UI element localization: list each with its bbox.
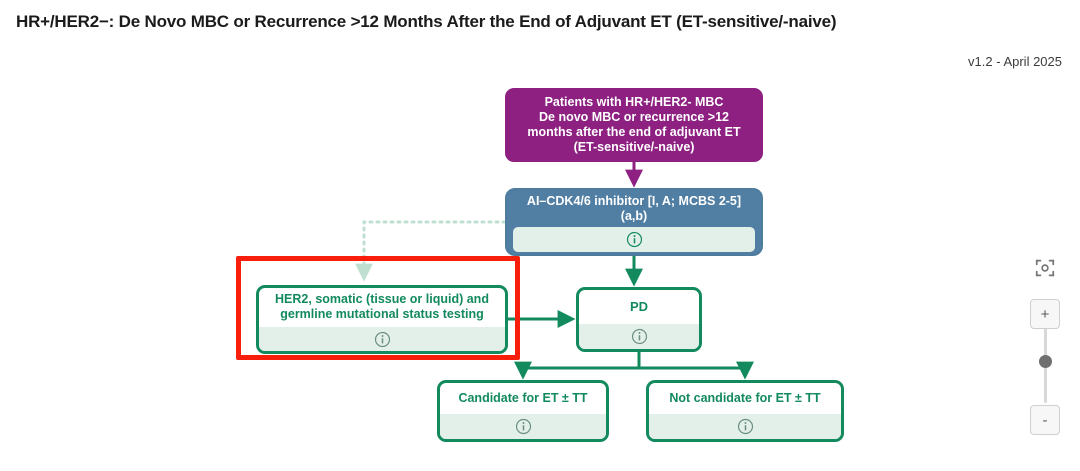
node-her2-mutational-testing-infobar[interactable] — [259, 326, 505, 351]
info-icon[interactable] — [374, 331, 391, 348]
focus-frame-icon[interactable] — [1034, 257, 1056, 279]
info-icon[interactable] — [626, 231, 643, 248]
node-not-candidate-for-et-tt-infobar[interactable] — [649, 414, 841, 439]
node-candidate-for-et-tt[interactable]: Candidate for ET ± TT — [437, 380, 609, 442]
node-not-candidate-for-et-tt-label: Not candidate for ET ± TT — [669, 390, 821, 405]
node-ai-cdk46-inhibitor[interactable]: AI–CDK4/6 inhibitor [I, A; MCBS 2-5] (a,… — [505, 188, 763, 256]
connector-pd-to-candidate — [514, 352, 641, 380]
node-her2-mutational-testing[interactable]: HER2, somatic (tissue or liquid) and ger… — [256, 285, 508, 354]
her2-line-1: HER2, somatic (tissue or liquid) and — [275, 292, 489, 306]
root-line-1: Patients with HR+/HER2- MBC — [544, 94, 724, 109]
node-pd[interactable]: PD — [576, 287, 702, 352]
zoom-controls[interactable]: + - — [1026, 255, 1064, 435]
fit-to-screen-button[interactable] — [1032, 255, 1058, 281]
node-ai-cdk46-inhibitor-infobar[interactable] — [513, 226, 755, 252]
treatment-line-2: (a,b) — [620, 209, 648, 224]
zoom-in-button[interactable]: + — [1030, 299, 1060, 329]
root-line-4: (ET-sensitive/-naive) — [573, 140, 695, 155]
version-label: v1.2 - April 2025 — [968, 54, 1062, 69]
zoom-slider[interactable]: + - — [1030, 299, 1060, 435]
root-line-2: De novo MBC or recurrence >12 — [539, 109, 729, 124]
node-candidate-for-et-tt-infobar[interactable] — [440, 414, 606, 439]
her2-line-2: germline mutational status testing — [280, 307, 484, 322]
info-icon[interactable] — [515, 418, 532, 435]
highlight-rect-her2-testing — [236, 256, 520, 360]
node-ai-cdk46-inhibitor-label: AI–CDK4/6 inhibitor [I, A; MCBS 2-5] (a,… — [507, 190, 761, 227]
node-pd-infobar[interactable] — [579, 324, 699, 349]
node-her2-mutational-testing-label: HER2, somatic (tissue or liquid) and ger… — [259, 288, 505, 327]
node-not-candidate-for-et-tt[interactable]: Not candidate for ET ± TT — [646, 380, 844, 442]
info-icon[interactable] — [737, 418, 754, 435]
treatment-line-1: AI–CDK4/6 inhibitor [I, A; MCBS 2-5] — [526, 194, 742, 208]
zoom-slider-thumb[interactable] — [1039, 355, 1052, 368]
flowchart-canvas[interactable]: Patients with HR+/HER2- MBC De novo MBC … — [0, 78, 1080, 471]
info-icon[interactable] — [631, 328, 648, 345]
page-title: HR+/HER2−: De Novo MBC or Recurrence >12… — [16, 12, 837, 31]
connector-pd-to-not-candidate — [637, 352, 754, 380]
node-patients-root-label: Patients with HR+/HER2- MBC De novo MBC … — [506, 89, 762, 161]
node-candidate-for-et-tt-label: Candidate for ET ± TT — [458, 390, 588, 405]
node-pd-label: PD — [629, 299, 649, 315]
node-patients-root[interactable]: Patients with HR+/HER2- MBC De novo MBC … — [505, 88, 763, 162]
zoom-out-button[interactable]: - — [1030, 405, 1060, 435]
root-line-3: months after the end of adjuvant ET — [527, 125, 741, 139]
